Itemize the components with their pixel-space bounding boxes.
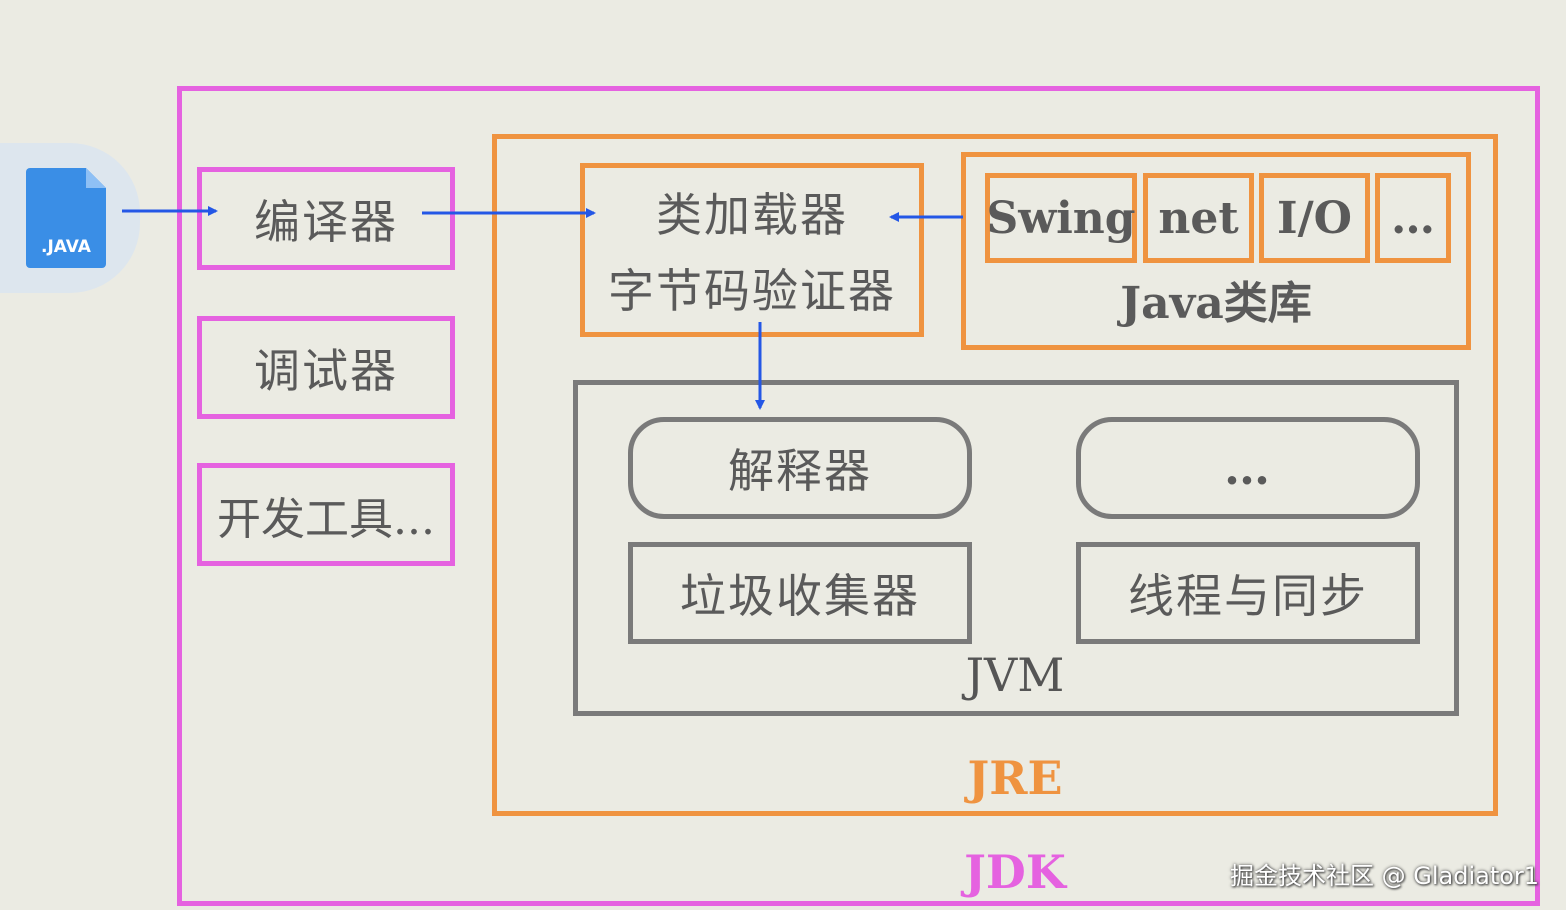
dev-tools-label: 开发工具... [217,493,435,545]
library-more-label: … [1391,192,1435,244]
jre-box [492,134,1498,816]
jvm-caption: JVM [900,645,1130,705]
jvm-more-label: … [1224,441,1272,495]
bytecode-verifier-label: 字节码验证器 [608,264,896,318]
jre-caption: JRE [900,748,1130,808]
thread-sync-label: 线程与同步 [1128,569,1368,623]
jvm-more-box: … [1076,417,1420,519]
debugger-box: 调试器 [197,316,455,419]
java-library-caption: Java类库 [961,268,1471,330]
jdk-label: JDK [964,845,1066,899]
dev-tools-box: 开发工具... [197,463,455,566]
class-loader-label: 类加载器 [656,188,848,242]
thread-sync-box: 线程与同步 [1076,542,1420,644]
net-label: net [1158,192,1239,244]
swing-label: Swing [986,192,1136,244]
jdk-box [177,86,1540,906]
java-file-label: .JAVA [41,237,92,257]
java-library-box [961,152,1471,350]
garbage-collector-box: 垃圾收集器 [628,542,972,644]
library-item-swing: Swing [985,173,1137,263]
library-item-io: I/O [1259,173,1370,263]
java-library-label: Java类库 [1120,278,1312,329]
library-item-net: net [1143,173,1254,263]
jvm-label: JVM [965,648,1065,702]
class-loader-box: 类加载器 字节码验证器 [580,163,924,337]
java-file-icon: .JAVA [26,168,106,268]
compiler-box: 编译器 [197,167,455,270]
jdk-caption: JDK [900,842,1130,902]
io-label: I/O [1277,192,1352,244]
interpreter-label: 解释器 [728,444,872,498]
watermark: 掘金技术社区 @ Gladiator1 [1230,862,1540,890]
garbage-collector-label: 垃圾收集器 [680,569,920,623]
jvm-box [573,380,1459,716]
interpreter-box: 解释器 [628,417,972,519]
jre-label: JRE [967,751,1063,805]
library-item-more: … [1375,173,1451,263]
debugger-label: 调试器 [254,343,398,398]
compiler-label: 编译器 [254,194,398,249]
